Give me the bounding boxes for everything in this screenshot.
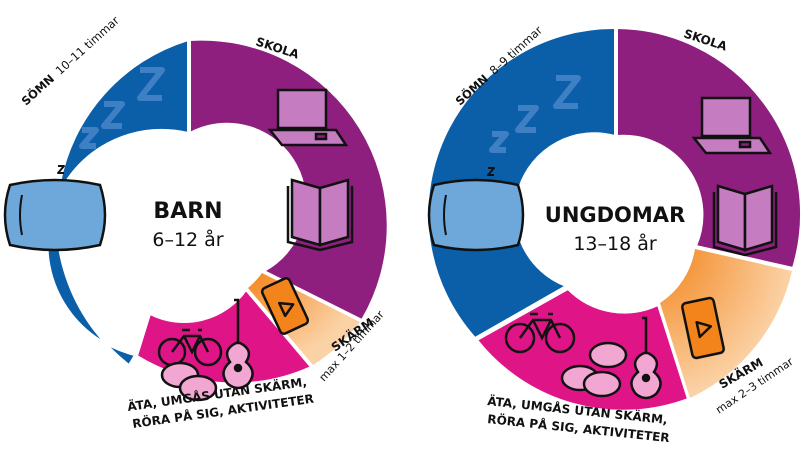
segment-screen [660,249,792,398]
guitar-icon [630,316,662,400]
donut-ungdomar: UNGDOMAR 13–18 år SKOLA SÖMN 8–9 timmar … [426,23,803,445]
laptop-icon [691,96,773,155]
donut-barn: BARN 6–12 år SKOLA SÖMN 10–11 timmar SKÄ… [3,13,389,431]
phone-icon [681,296,725,360]
pillow-icon [3,178,107,252]
segment-school [189,38,389,322]
segment-sleep [46,38,189,367]
center-subtitle: 13–18 år [573,232,657,255]
center-title: UNGDOMAR [545,203,685,227]
guitar-icon [222,298,254,390]
speech-bubbles-icon [560,341,628,398]
pillow-icon [427,178,525,252]
laptop-icon [267,88,349,147]
bicycle-icon [504,312,576,354]
zzz-icon [57,67,165,174]
speech-bubbles-icon [160,361,218,402]
book-icon [286,178,354,252]
book-icon [712,184,778,257]
phone-icon [260,277,310,335]
zzz-icon [487,75,581,176]
center-title: BARN [153,199,222,224]
center-subtitle: 6–12 år [152,228,223,251]
